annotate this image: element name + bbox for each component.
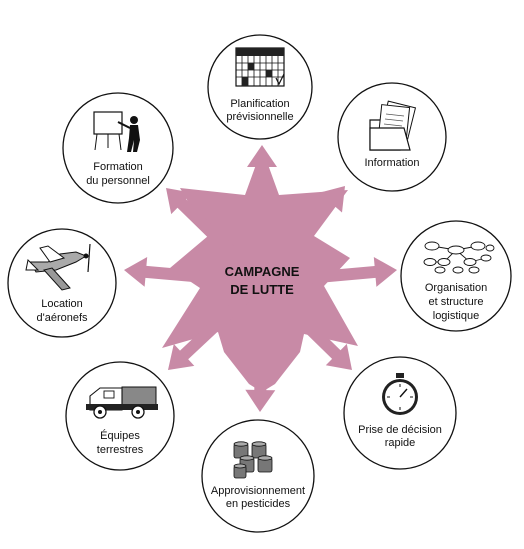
center-title-line2: DE LUTTE — [230, 282, 294, 297]
node-equipes-line2: terrestres — [97, 444, 144, 456]
trainer-icon — [93, 111, 140, 152]
node-formation: Formation du personnel — [62, 92, 174, 204]
node-approvisionnement: Approvisionnement en pesticides — [201, 419, 315, 533]
arrows — [124, 145, 397, 412]
calendar-icon — [235, 47, 285, 87]
node-formation-line2: du personnel — [86, 175, 150, 187]
node-planification-line1: Planification — [230, 98, 289, 110]
arrow-prise-decision — [257, 277, 352, 370]
node-planification: Planification prévisionnelle — [207, 34, 313, 140]
node-information-line1: Information — [364, 157, 419, 169]
node-prise-decision-line2: rapide — [385, 437, 416, 449]
node-equipes-line1: Équipes — [100, 429, 140, 442]
center-star — [124, 145, 397, 412]
node-information: Information — [337, 82, 447, 192]
node-equipes: Équipes terrestres — [65, 361, 175, 471]
org-chart-icon — [423, 241, 495, 274]
arrow-equipes — [168, 277, 267, 370]
node-formation-line1: Formation — [93, 161, 143, 173]
node-approvisionnement-line2: en pesticides — [226, 498, 291, 510]
node-organisation-line2: et structure — [428, 296, 483, 308]
node-organisation-line1: Organisation — [425, 282, 487, 294]
node-planification-line2: prévisionnelle — [226, 111, 293, 123]
truck-icon — [86, 386, 158, 419]
node-location-line1: Location — [41, 298, 83, 310]
arrow-location — [124, 257, 263, 288]
arrow-planification — [247, 145, 277, 282]
barrels-icon — [233, 441, 273, 479]
node-approvisionnement-line1: Approvisionnement — [211, 485, 305, 497]
arrow-information — [257, 186, 345, 286]
arrow-approvisionnement — [245, 281, 276, 412]
folder-icon — [369, 100, 417, 151]
airplane-icon — [25, 243, 91, 291]
node-prise-decision-line1: Prise de décision — [358, 424, 442, 436]
center-title-line1: CAMPAGNE — [225, 264, 300, 279]
node-organisation: Organisation et structure logistique — [400, 220, 512, 332]
stopwatch-icon — [382, 373, 418, 415]
node-organisation-line3: logistique — [433, 310, 479, 322]
node-prise-decision: Prise de décision rapide — [343, 356, 457, 470]
arrow-formation — [166, 188, 267, 287]
arrow-organisation — [261, 257, 397, 288]
node-location-line2: d'aéronefs — [36, 312, 88, 324]
node-location: Location d'aéronefs — [7, 228, 117, 338]
